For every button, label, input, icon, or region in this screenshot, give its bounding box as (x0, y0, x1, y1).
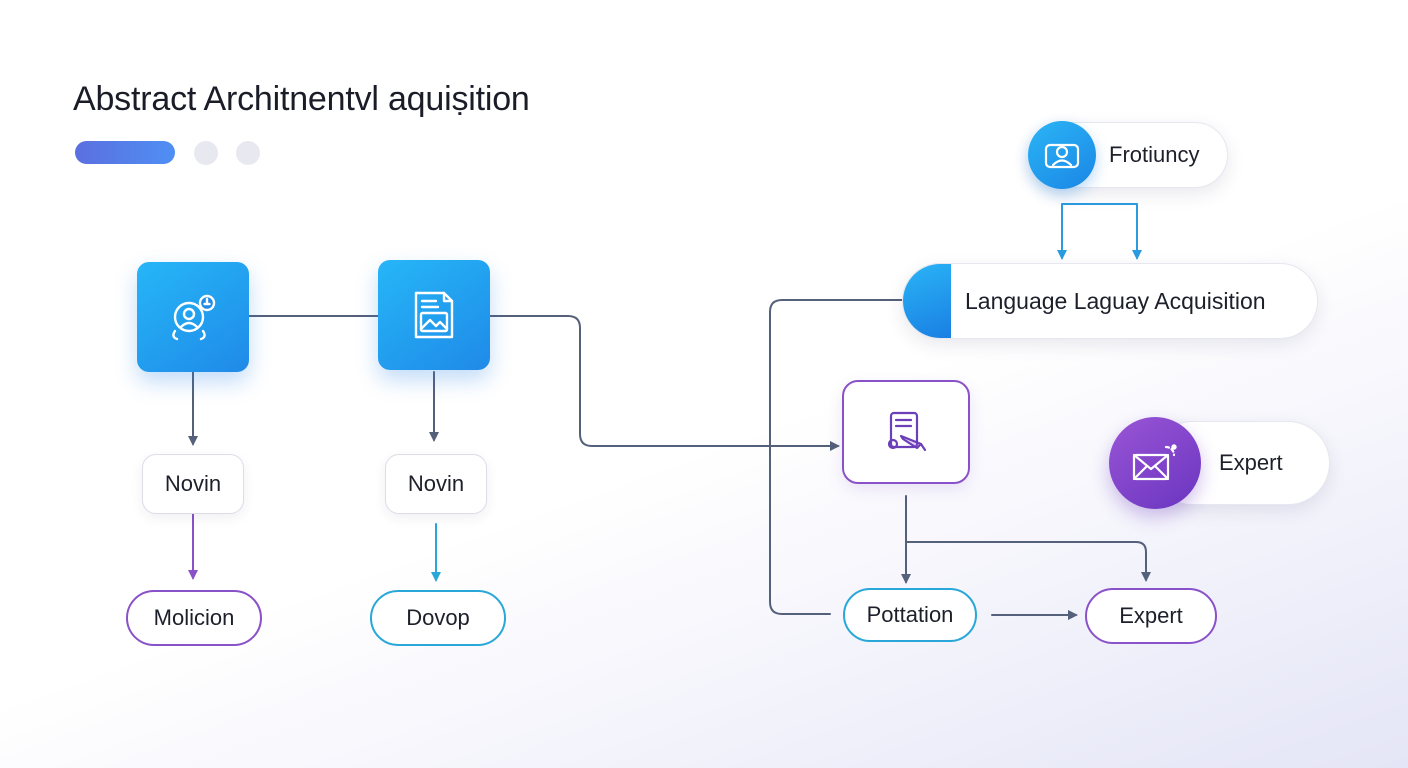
envelope-icon (1132, 444, 1177, 481)
connector-card-to-expert (905, 541, 1151, 582)
connector-frotiuncy-to-language (1061, 203, 1142, 260)
node-dovop[interactable]: Dovop (370, 590, 506, 646)
node-expert-bottom[interactable]: Expert (1085, 588, 1217, 644)
frotiuncy-icon-circle (1028, 121, 1096, 189)
node-novin-left[interactable]: Novin (142, 454, 244, 514)
node-expert-top-label: Expert (1219, 450, 1283, 475)
node-frotiuncy-label: Frotiuncy (1109, 142, 1200, 167)
tile-document[interactable] (378, 260, 490, 370)
node-language-label: Language Laguay Acquisition (965, 287, 1266, 314)
node-language-acquisition[interactable]: Language Laguay Acquisition (902, 263, 1318, 339)
page-title: Abstract Architnentvl aquiṣition (73, 80, 530, 118)
pager-dot[interactable] (194, 141, 218, 165)
language-accent-cap (903, 264, 951, 338)
user-icon (1044, 143, 1080, 169)
node-molicion[interactable]: Molicion (126, 590, 262, 646)
expert-icon-circle (1109, 417, 1201, 509)
tile-person[interactable] (137, 262, 249, 372)
document-image-icon (414, 291, 454, 339)
node-writing-card[interactable] (842, 380, 970, 484)
node-pottation[interactable]: Pottation (843, 588, 977, 642)
person-badge-icon (172, 294, 216, 341)
node-novin-mid[interactable]: Novin (385, 454, 487, 514)
document-pen-icon (887, 411, 927, 452)
pager-active-bar[interactable] (75, 141, 175, 164)
connector-tile-to-card (489, 315, 840, 451)
connector-language-to-pottation (769, 299, 903, 615)
pager-dot[interactable] (236, 141, 260, 165)
